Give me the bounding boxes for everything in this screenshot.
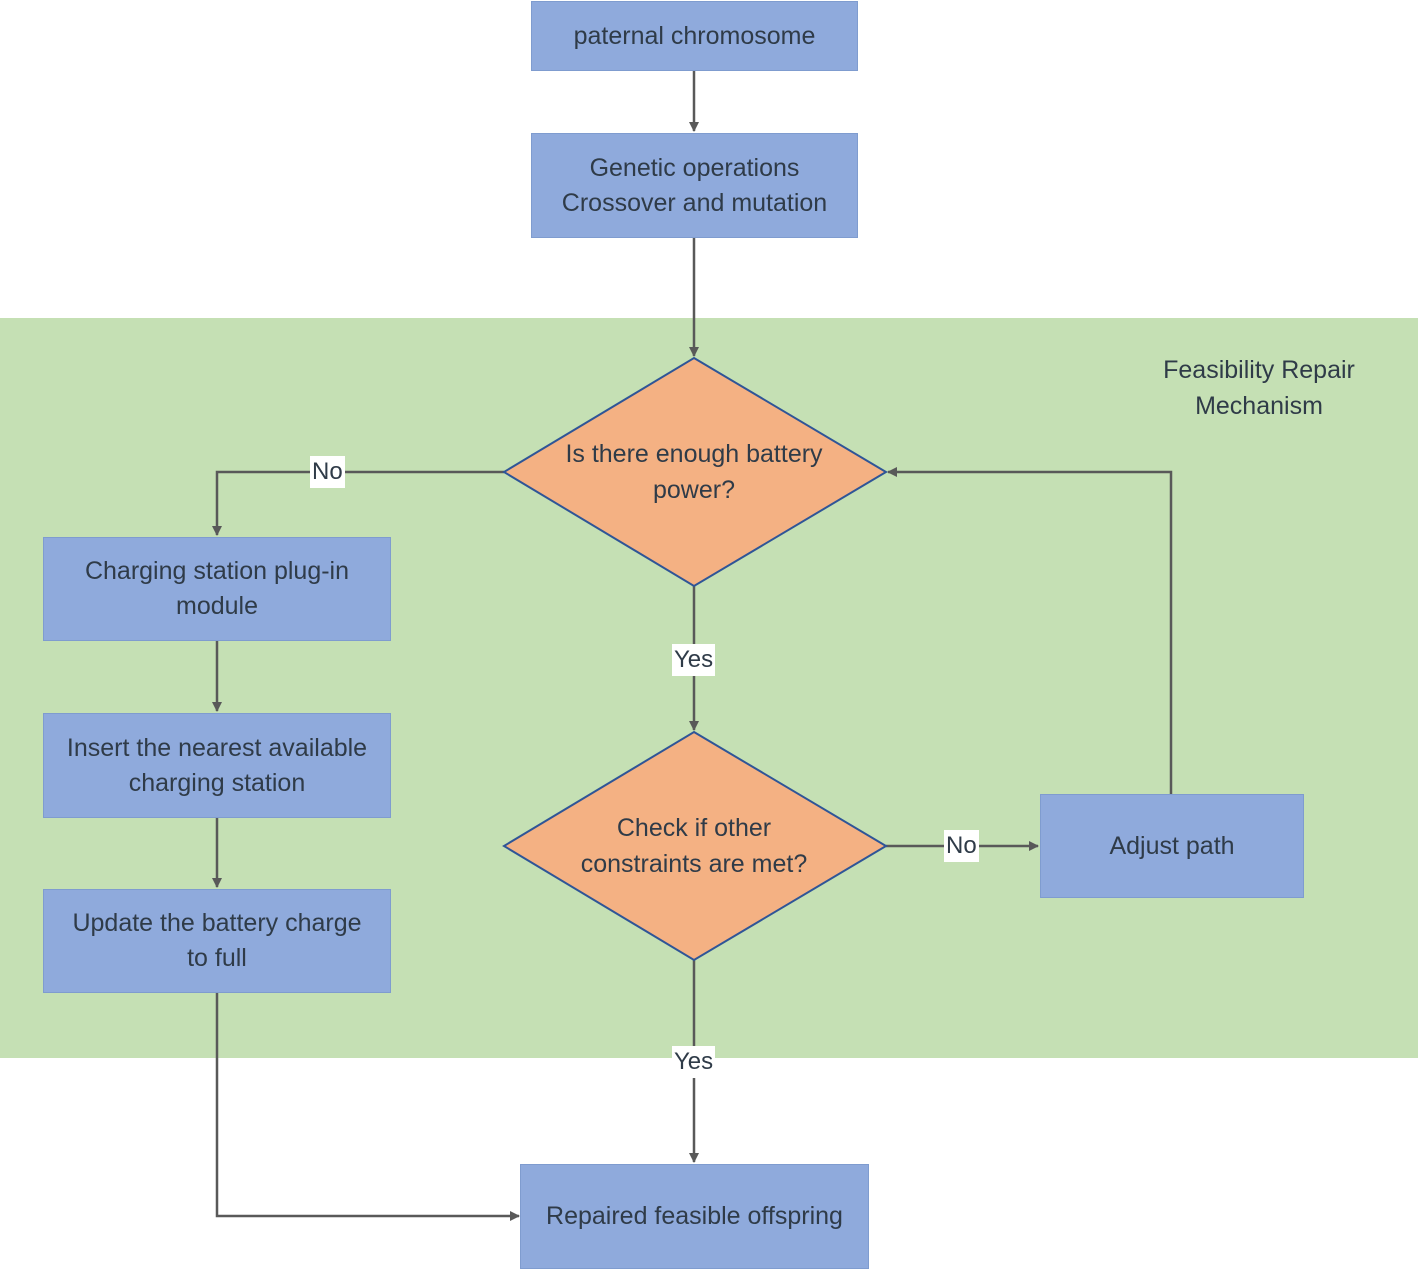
repaired-line-1: Repaired feasible offspring — [546, 1202, 843, 1230]
paternal-line-1: paternal chromosome — [573, 21, 816, 50]
update-line-2: to full — [187, 944, 247, 972]
update-battery-box: Update the battery charge to full — [43, 889, 391, 993]
region-label-line-2: Mechanism — [1195, 392, 1323, 420]
edge-label-constraints-yes: Yes — [672, 1046, 716, 1078]
edge-label-battery-yes: Yes — [672, 644, 716, 676]
edge-battery-no-to-charging — [212, 470, 504, 536]
repaired-offspring-box: Repaired feasible offspring — [520, 1164, 869, 1269]
constraints-decision-text: Check if other constraints are met? — [534, 810, 854, 882]
edge-label-constraints-no: No — [944, 830, 979, 862]
charging-line-2: module — [176, 592, 258, 620]
adjust-path-box: Adjust path — [1040, 794, 1304, 898]
paternal-chromosome-box: paternal chromosome — [531, 1, 858, 71]
battery-decision-text: Is there enough battery power? — [534, 436, 854, 508]
battery-line-2: power? — [653, 476, 735, 504]
genetic-operations-box: Genetic operations Crossover and mutatio… — [531, 133, 858, 238]
edge-update-to-repaired — [215, 993, 520, 1221]
battery-line-1: Is there enough battery — [565, 440, 823, 468]
update-line-1: Update the battery charge — [72, 909, 362, 937]
adjust-line-1: Adjust path — [1109, 831, 1235, 860]
region-label: Feasibility Repair Mechanism — [1138, 352, 1380, 424]
region-label-line-1: Feasibility Repair — [1163, 356, 1355, 384]
insert-line-2: charging station — [128, 768, 306, 797]
constraints-decision-diamond — [502, 730, 888, 962]
edge-adjust-to-battery — [887, 467, 1173, 794]
constraints-line-2: constraints are met? — [580, 850, 808, 878]
genetic-line-1: Genetic operations — [589, 153, 800, 182]
genetic-line-2: Crossover and mutation — [561, 188, 828, 217]
charging-station-module-box: Charging station plug-in module — [43, 537, 391, 641]
insert-line-1: Insert the nearest available — [66, 733, 368, 762]
charging-line-1: Charging station plug-in — [84, 557, 350, 585]
battery-decision-diamond — [502, 356, 888, 588]
edge-label-battery-no: No — [310, 456, 345, 488]
constraints-line-1: Check if other — [616, 814, 772, 842]
insert-charging-station-box: Insert the nearest available charging st… — [43, 713, 391, 818]
